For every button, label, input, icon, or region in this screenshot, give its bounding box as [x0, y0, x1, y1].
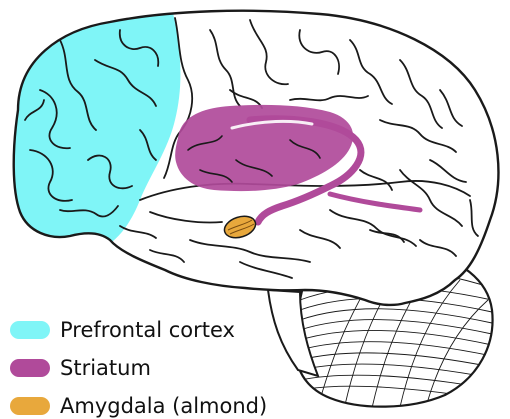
legend-item-prefrontal-cortex: Prefrontal cortex	[10, 318, 235, 342]
legend-item-striatum: Striatum	[10, 356, 151, 380]
striatum-swatch	[10, 359, 50, 377]
legend-item-amygdala: Amygdala (almond)	[10, 394, 267, 418]
legend-label-striatum: Striatum	[60, 356, 151, 380]
striatum	[175, 104, 423, 226]
prefrontal-cortex-swatch	[10, 321, 50, 339]
legend-label-amygdala: Amygdala (almond)	[60, 394, 268, 418]
brain-stem	[266, 288, 320, 378]
prefrontal-cortex-region	[13, 10, 181, 260]
amygdala-swatch	[10, 397, 50, 415]
amygdala	[223, 215, 257, 239]
legend-label-prefrontal-cortex: Prefrontal cortex	[60, 318, 235, 342]
cerebrum	[12, 9, 500, 307]
